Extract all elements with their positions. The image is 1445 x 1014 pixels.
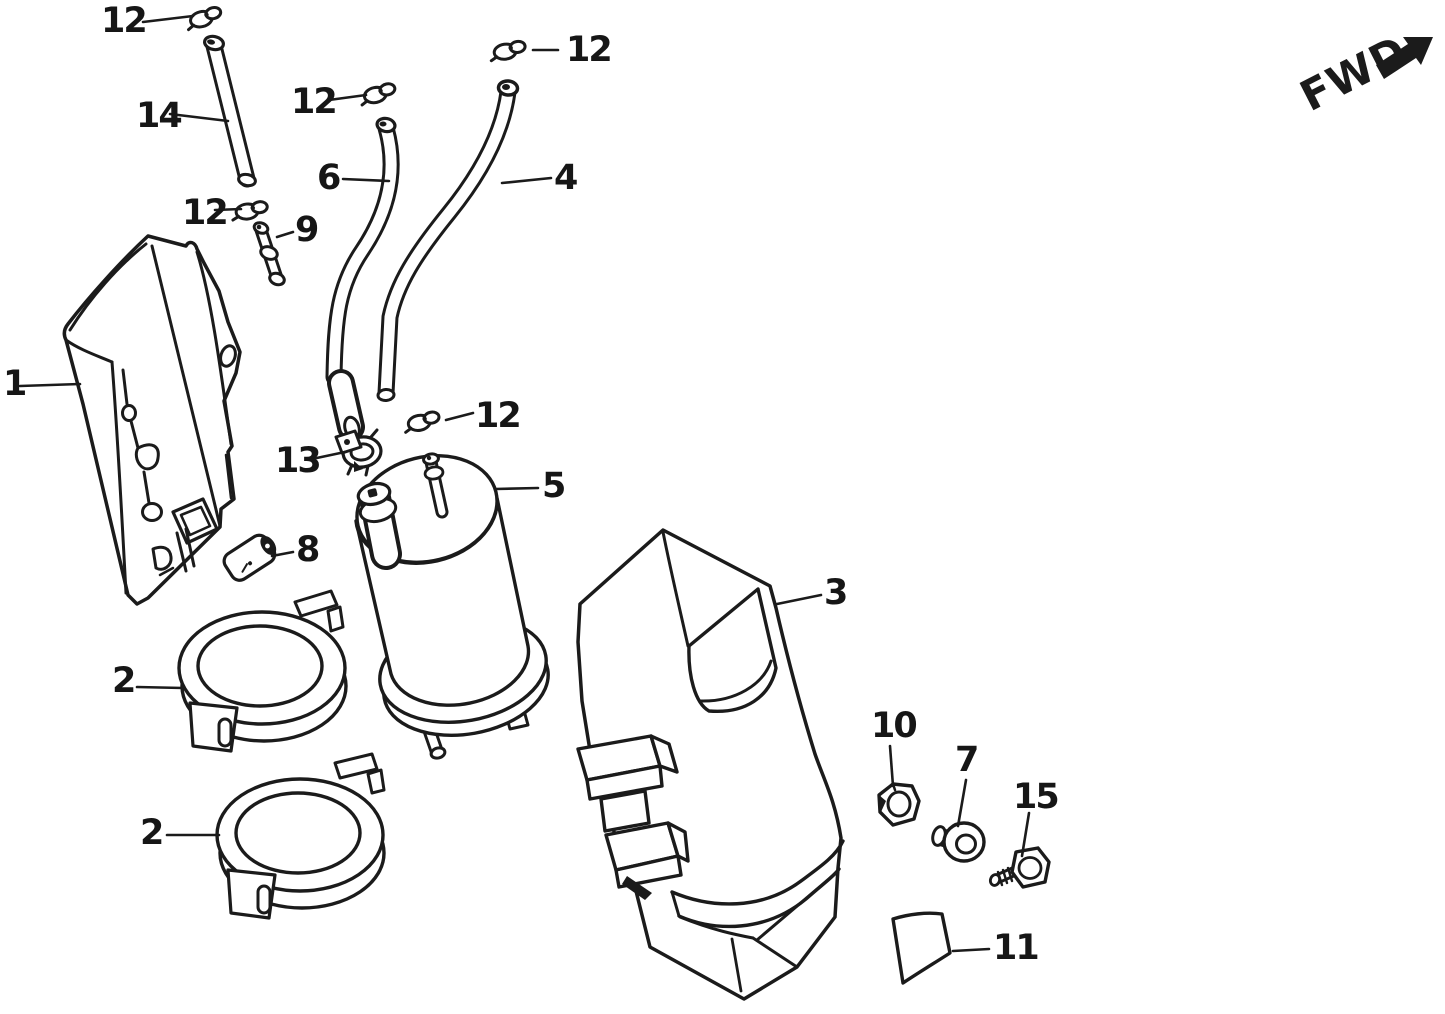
callout-8: 8 [296, 530, 320, 570]
callout-4: 4 [554, 158, 578, 198]
part-7-grommet [931, 821, 986, 863]
callout-2-b: 2 [140, 813, 164, 853]
part-11-label-pad [891, 911, 952, 985]
callout-13: 13 [275, 441, 322, 481]
callout-10: 10 [871, 706, 918, 746]
part-15-bolt [988, 846, 1051, 889]
callout-7: 7 [955, 740, 979, 780]
part-12-clip-d [231, 200, 269, 222]
part-13-clamp [334, 428, 383, 477]
callout-12-a: 12 [101, 1, 148, 41]
callout-12-b: 12 [291, 82, 338, 122]
part-3-cover [576, 528, 845, 1001]
part-14-tube [203, 34, 257, 188]
part-2-ring-a [177, 589, 348, 753]
callout-2-a: 2 [112, 661, 136, 701]
part-12-clip-a [187, 5, 223, 32]
callout-15: 15 [1013, 777, 1060, 817]
fwd-marker: FWD [1292, 26, 1433, 121]
callout-12-d: 12 [182, 193, 229, 233]
part-2-ring-b [215, 752, 386, 920]
part-12-clip-b [360, 82, 397, 107]
fwd-label: FWD [1292, 26, 1415, 121]
part-9-joint [252, 221, 286, 287]
part-8-cushion [222, 533, 277, 582]
part-12-clip-c [489, 39, 527, 63]
callout-9: 9 [295, 210, 319, 250]
callout-3: 3 [824, 573, 848, 613]
part-4-hose [376, 79, 520, 403]
leader-lines [18, 14, 1031, 953]
callout-12-e: 12 [475, 396, 522, 436]
callout-14: 14 [136, 96, 183, 136]
part-12-clip-e [404, 410, 441, 434]
callout-11: 11 [993, 928, 1040, 968]
callout-1: 1 [3, 364, 27, 404]
fwd-arrow-icon [1376, 37, 1433, 79]
part-1-bracket [62, 234, 242, 606]
callout-5: 5 [542, 466, 566, 506]
callout-12-c: 12 [566, 30, 613, 70]
part-10-nut [877, 782, 921, 827]
part-5-fuel-pump [354, 452, 550, 760]
callout-6: 6 [317, 158, 341, 198]
